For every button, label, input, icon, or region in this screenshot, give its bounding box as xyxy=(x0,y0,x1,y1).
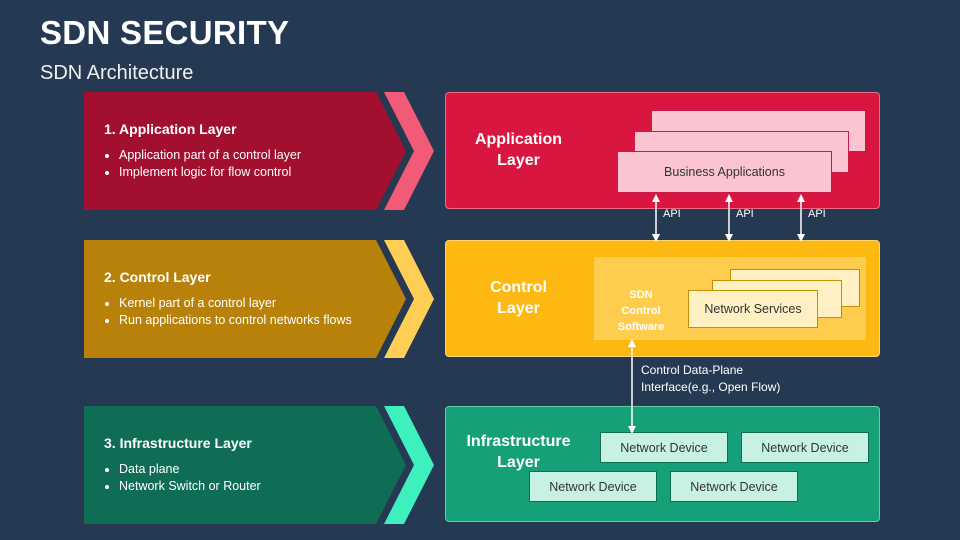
network-device-card: Network Device xyxy=(741,432,869,463)
label-line: Control xyxy=(490,279,547,296)
api-label: API xyxy=(808,208,826,220)
panel-title: 1. Application Layer xyxy=(104,121,237,137)
infrastructure-layer-box: Infrastructure Layer Network Device Netw… xyxy=(445,406,880,522)
control-layer-box: Control Layer SDN Control Software Netwo… xyxy=(445,240,880,357)
bullet-item: Run applications to control networks flo… xyxy=(119,312,404,329)
panel-bullets: Data plane Network Switch or Router xyxy=(104,461,404,495)
label-line: Control xyxy=(621,305,661,317)
page-subtitle: SDN Architecture xyxy=(40,62,194,84)
network-device-card: Network Device xyxy=(670,471,798,502)
panel-title: 3. Infrastructure Layer xyxy=(104,435,252,451)
panel-infrastructure-layer: 3. Infrastructure Layer Data plane Netwo… xyxy=(84,406,434,524)
network-device-card: Network Device xyxy=(600,432,728,463)
label-line: Infrastructure xyxy=(466,433,571,450)
bullet-item: Implement logic for flow control xyxy=(119,164,404,181)
bullet-item: Kernel part of a control layer xyxy=(119,295,404,312)
control-data-plane-interface-label: Control Data-Plane Interface(e.g., Open … xyxy=(641,362,780,396)
label-line: Interface(e.g., Open Flow) xyxy=(641,380,781,394)
label-line: Control Data-Plane xyxy=(641,363,744,377)
panel-title: 2. Control Layer xyxy=(104,269,211,285)
infrastructure-layer-label: Infrastructure Layer xyxy=(446,431,591,473)
api-label: API xyxy=(736,208,754,220)
label-line: Layer xyxy=(497,300,540,317)
network-device-card: Network Device xyxy=(529,471,657,502)
network-services-card-front: Network Services xyxy=(688,290,818,328)
label-line: Application xyxy=(474,131,563,148)
chevron-shape-application xyxy=(84,92,434,210)
api-label: API xyxy=(663,208,681,220)
label-line: Layer xyxy=(497,454,540,471)
panel-application-layer: 1. Application Layer Application part of… xyxy=(84,92,434,210)
application-layer-box: Application Layer Business Applications xyxy=(445,92,880,209)
sdn-control-software-label: SDN Control Software xyxy=(606,287,676,335)
label-line: Software xyxy=(617,321,665,333)
application-layer-label: Application Layer xyxy=(446,129,591,171)
label-line: Layer xyxy=(497,152,540,169)
business-app-card-front: Business Applications xyxy=(617,151,832,193)
control-layer-label: Control Layer xyxy=(446,277,591,319)
bullet-item: Application part of a control layer xyxy=(119,147,404,164)
panel-control-layer: 2. Control Layer Kernel part of a contro… xyxy=(84,240,434,358)
bullet-item: Network Switch or Router xyxy=(119,478,404,495)
chevron-shape-control xyxy=(84,240,434,358)
panel-bullets: Application part of a control layer Impl… xyxy=(104,147,404,181)
sdn-control-software-box: SDN Control Software Network Services xyxy=(594,257,866,340)
bullet-item: Data plane xyxy=(119,461,404,478)
chevron-shape-infrastructure xyxy=(84,406,434,524)
label-line: SDN xyxy=(629,289,653,301)
page-title: SDN SECURITY xyxy=(40,14,290,51)
panel-bullets: Kernel part of a control layer Run appli… xyxy=(104,295,404,329)
